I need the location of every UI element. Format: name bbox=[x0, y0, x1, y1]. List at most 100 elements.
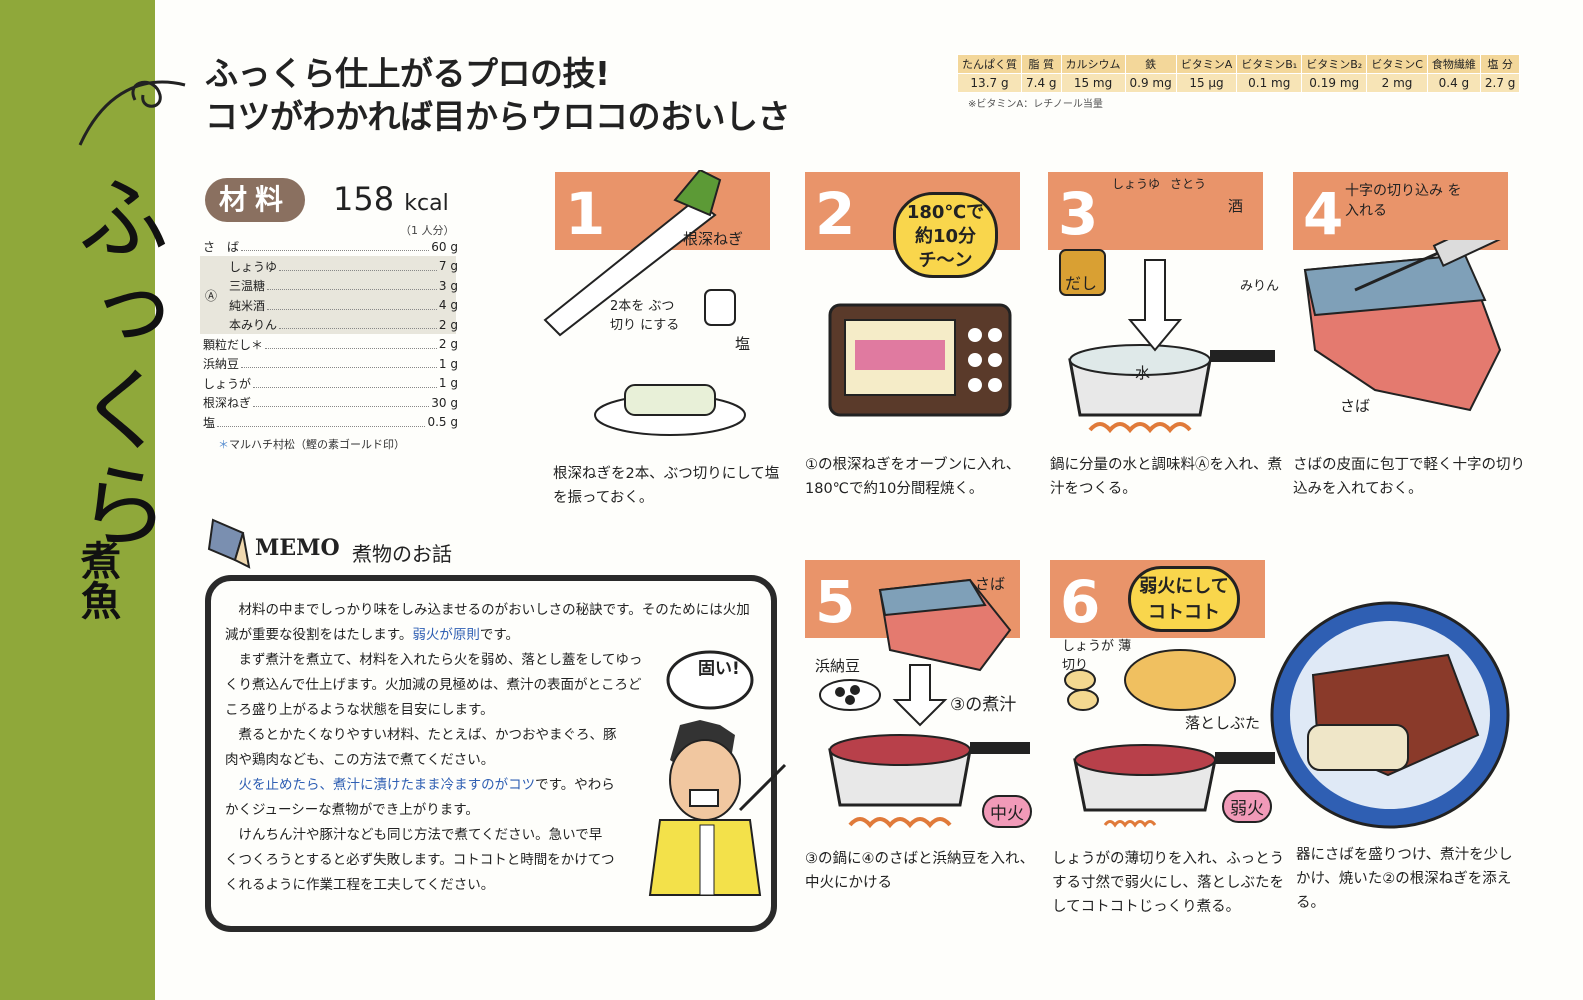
step-1-label: 2本を ぶつ切り にする bbox=[610, 299, 680, 333]
chef-character-illustration bbox=[648, 650, 787, 896]
ingredient-amount: 3 g bbox=[438, 278, 458, 293]
ingredient-row: 塩 0.5 g bbox=[203, 413, 458, 433]
step-5-number: 5 bbox=[815, 568, 856, 636]
ingredient-row: 三温糖 3 g bbox=[203, 276, 458, 296]
step-4-fish-illustration bbox=[1303, 240, 1510, 412]
ingredient-amount: 30 g bbox=[431, 395, 458, 410]
step-6-number: 6 bbox=[1060, 568, 1101, 636]
nutrition-value-row: 13.7 g 7.4 g 15 mg 0.9 mg 15 μg 0.1 mg 0… bbox=[957, 73, 1521, 93]
sauce-group-mark: Ⓐ bbox=[205, 289, 218, 303]
step-2-caption: ①の根深ねぎをオーブンに入れ、180℃で約10分間程焼く。 bbox=[805, 457, 1021, 497]
nutrition-value: 2.7 g bbox=[1479, 73, 1521, 93]
memo-paragraph: けんちん汁や豚汁なども同じ方法で煮てください。急いで早くつくろうとすると必ず失敗… bbox=[225, 827, 615, 893]
memo-text-run: 材料の中までしっかり味をしみ込ませるのがおいしさの秘訣です。そのためには火加減が… bbox=[225, 602, 750, 643]
ingredient-amount: 2 g bbox=[438, 317, 458, 332]
ingredient-name: 顆粒だし＊ bbox=[203, 337, 264, 352]
nutrition-header: ビタミンA bbox=[1175, 54, 1238, 74]
ingredient-name: 根深ねぎ bbox=[203, 396, 252, 411]
nutrition-value: 0.4 g bbox=[1426, 73, 1481, 93]
memo-highlight: 火を止めたら、煮汁に漬けたまま冷ますのがコツ bbox=[238, 777, 536, 793]
page-background bbox=[155, 0, 1583, 1000]
step-3-number: 3 bbox=[1058, 180, 1099, 248]
nutrition-note: ※ビタミンA：レチノール当量 bbox=[968, 99, 1103, 110]
headline-line2: コツがわかれば目からウロコのおいしさ bbox=[205, 97, 791, 136]
step-4-number: 4 bbox=[1303, 180, 1344, 248]
nutrition-table: たんぱく質 脂 質 カルシウム 鉄 ビタミンA ビタミンB₁ ビタミンB₂ ビタ… bbox=[957, 54, 1521, 93]
ingredient-amount: 1 g bbox=[438, 356, 458, 371]
nutrition-header: 鉄 bbox=[1124, 54, 1177, 74]
step-6-label: 落としぶた bbox=[1185, 714, 1261, 732]
footnote-text: マルハチ村松（鰹の素ゴールド印） bbox=[229, 438, 405, 451]
headline-line1: ふっくら仕上がるプロの技! bbox=[205, 54, 610, 93]
final-dish-illustration bbox=[1270, 601, 1510, 829]
memo-subtitle: 煮物のお話 bbox=[352, 542, 452, 566]
ingredient-amount: 0.5 g bbox=[427, 415, 458, 430]
ingredient-row: 根深ねぎ 30 g bbox=[203, 393, 458, 413]
step-1-caption: 根深ねぎを2本、ぶつ切りにして塩を振っておく。 bbox=[553, 466, 780, 506]
nutrition-value: 0.19 mg bbox=[1301, 73, 1368, 93]
ingredient-name: 純米酒 bbox=[229, 298, 266, 313]
nutrition-header: ビタミンB₁ bbox=[1236, 54, 1303, 74]
left-green-band bbox=[0, 0, 155, 1000]
ingredient-amount: 2 g bbox=[438, 337, 458, 352]
ingredient-name: 塩 bbox=[203, 415, 216, 430]
step-3-label: しょうゆ bbox=[1112, 177, 1161, 191]
step-1-number: 1 bbox=[565, 180, 606, 248]
ingredient-name: しょうが bbox=[203, 376, 252, 391]
nutrition-header: 食物繊維 bbox=[1426, 54, 1481, 74]
step-1-illustration bbox=[543, 170, 746, 436]
memo-text-run: です。やわらかくジューシーな煮物ができ上がります。 bbox=[225, 777, 615, 818]
memo-paragraph: 煮るとかたくなりやすい材料、たとえば、かつおやまぐろ、豚肉や鶏肉なども、この方法… bbox=[225, 727, 617, 768]
ingredient-name: 浜納豆 bbox=[203, 357, 240, 372]
kcal-number: 158 bbox=[333, 180, 395, 218]
step-4-label: さば bbox=[1340, 397, 1371, 415]
kcal-unit: kcal bbox=[404, 191, 449, 216]
step-2-bubble: 180℃で 約10分 チ〜ン bbox=[893, 192, 998, 278]
step-6-pot-illustration bbox=[1064, 649, 1275, 828]
nutrition-value: 15 mg bbox=[1060, 73, 1126, 93]
step-3-caption: 鍋に分量の水と調味料Ⓐを入れ、煮汁をつくる。 bbox=[1050, 457, 1283, 497]
ingredient-amount: 4 g bbox=[438, 298, 458, 313]
memo-paragraph: まず煮汁を煮立て、材料を入れたら火を弱め、落とし蓋をしてゆっくり煮込んで仕上げま… bbox=[225, 652, 643, 718]
nutrition-value: 15 μg bbox=[1175, 73, 1238, 93]
step-4-caption: さばの皮面に包丁で軽く十字の切り込みを入れておく。 bbox=[1293, 457, 1525, 497]
step-5-label: 浜納豆 bbox=[815, 657, 861, 675]
sauce-group-background bbox=[200, 256, 456, 334]
nutrition-value: 13.7 g bbox=[957, 73, 1022, 93]
ingredient-footnote: ＊マルハチ村松（鰹の素ゴールド印） bbox=[218, 436, 405, 452]
nutrition-value: 2 mg bbox=[1366, 73, 1428, 93]
step-3-pot-illustration bbox=[1059, 249, 1275, 434]
memo-text: 材料の中までしっかり味をしみ込ませるのがおいしさの秘訣です。そのためには火加減が… bbox=[225, 598, 755, 898]
memo-text-run: です。 bbox=[479, 627, 520, 643]
nutrition-header-row: たんぱく質 脂 質 カルシウム 鉄 ビタミンA ビタミンB₁ ビタミンB₂ ビタ… bbox=[957, 54, 1521, 74]
step-6-label: 弱火 bbox=[1222, 790, 1272, 823]
memo-box bbox=[205, 575, 777, 932]
step-3-label: みりん bbox=[1240, 279, 1280, 294]
memo-title: MEMO bbox=[255, 535, 340, 561]
step-2-number: 2 bbox=[815, 180, 856, 248]
nutrition-header: 塩 分 bbox=[1479, 54, 1521, 74]
nutrition-value: 7.4 g bbox=[1021, 73, 1062, 93]
memo-paragraph: 材料の中までしっかり味をしみ込ませるのがおいしさの秘訣です。そのためには火加減が… bbox=[225, 598, 755, 648]
step-4-label: 十字の切り込み を入れる bbox=[1345, 183, 1462, 219]
step-6-label: しょうが 薄切り bbox=[1062, 639, 1132, 673]
serving-size: （1 人分） bbox=[400, 224, 455, 237]
ingredient-row: 浜納豆 1 g bbox=[203, 354, 458, 374]
step-3-header bbox=[1048, 172, 1263, 250]
oven-illustration bbox=[828, 303, 1012, 417]
speech-text: 固い! bbox=[698, 659, 740, 679]
step-3-label: 酒 bbox=[1228, 197, 1244, 215]
memo-paragraph: 火を止めたら、煮汁に漬けたまま冷ますのがコツです。やわらかくジューシーな煮物がで… bbox=[225, 773, 625, 823]
step-5-caption: ③の鍋に④のさばと浜納豆を入れ、中火にかける bbox=[805, 851, 1035, 891]
footnote-star: ＊ bbox=[218, 438, 229, 451]
memo-highlight: 弱火が原則 bbox=[412, 627, 480, 643]
step-5-pot-illustration bbox=[819, 578, 1030, 829]
ingredient-name: 三温糖 bbox=[229, 279, 266, 294]
nutrition-value: 0.1 mg bbox=[1236, 73, 1303, 93]
ingredient-row: 顆粒だし＊ 2 g bbox=[203, 335, 458, 355]
step-5-label: さば bbox=[975, 575, 1006, 593]
